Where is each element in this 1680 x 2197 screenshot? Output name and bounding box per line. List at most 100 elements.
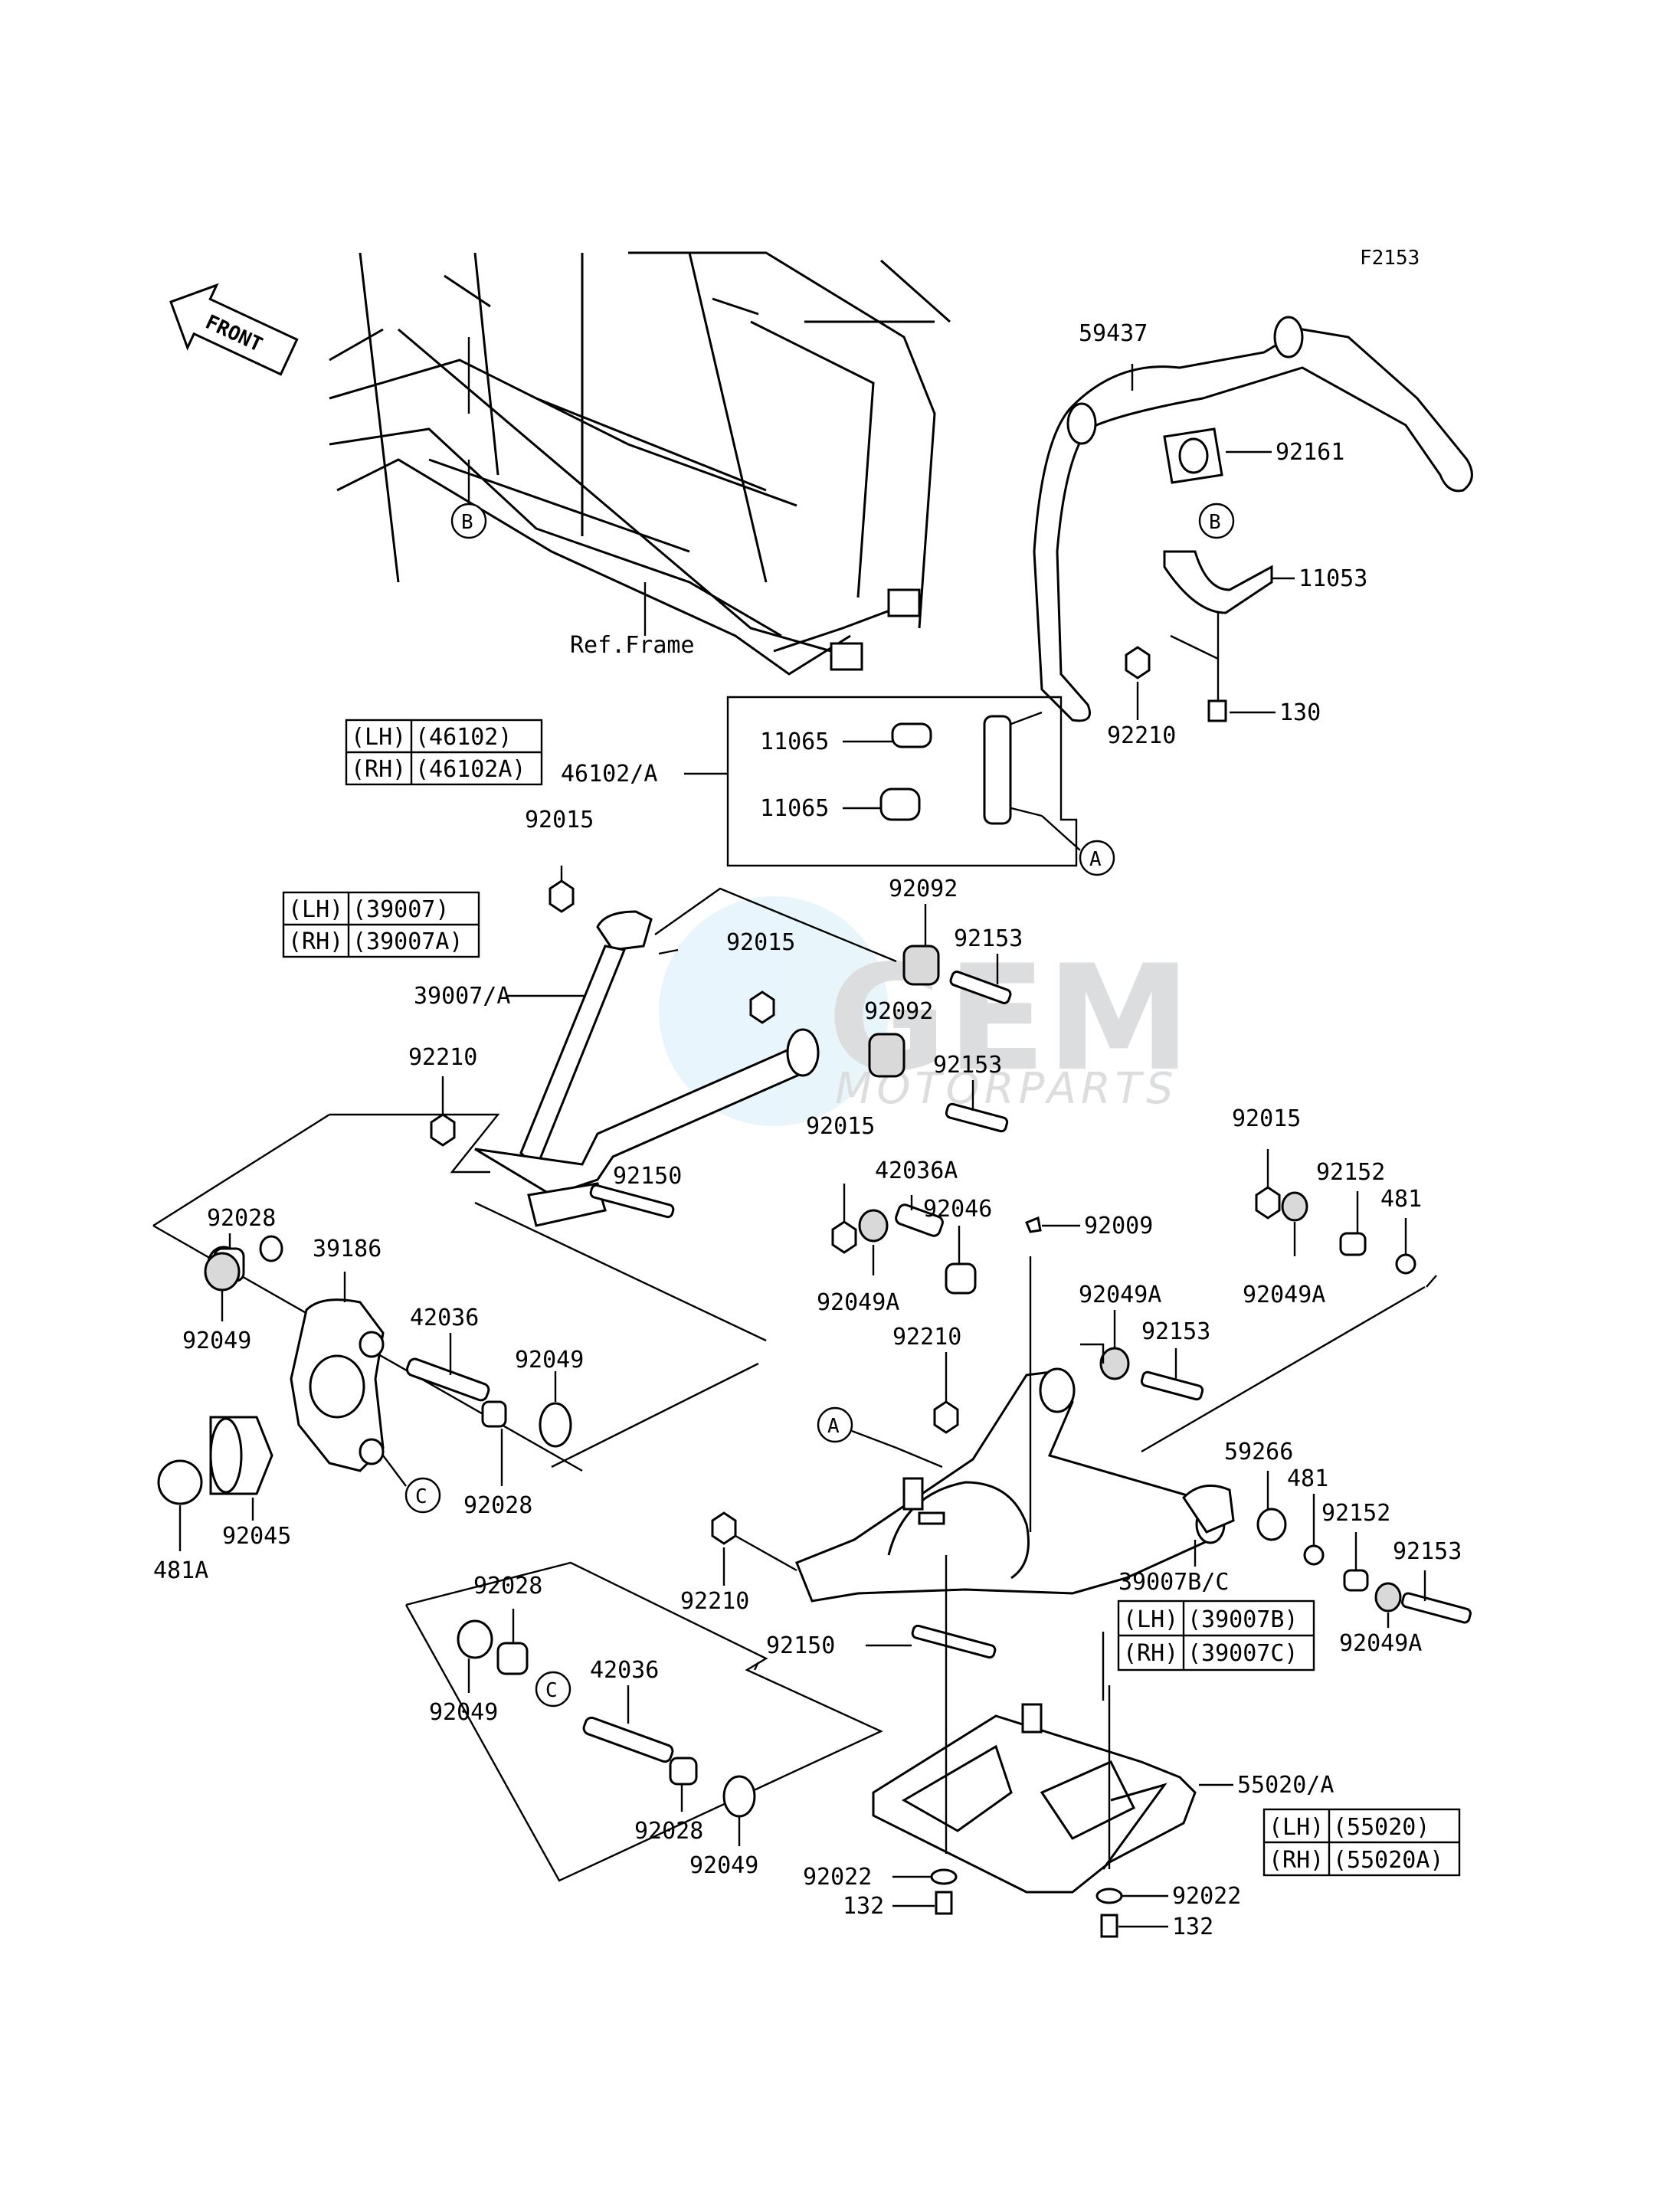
vehicle-frame: B Ref.Frame — [329, 251, 951, 676]
label-92049-c: 92049 — [429, 1699, 498, 1726]
seal-92049-b — [539, 1402, 572, 1448]
callout-c-lower-letter: C — [545, 1679, 558, 1702]
label-42036-b: 42036 — [590, 1657, 659, 1684]
label-92153-c: 92153 — [1141, 1318, 1210, 1345]
label-132-b: 132 — [1172, 1914, 1213, 1940]
seal-92049-a — [204, 1252, 241, 1292]
skid-plate-rh-part: (55020A) — [1333, 1847, 1444, 1874]
middle-small-parts: 92015 92049A 42036A 92046 92009 92049A 9… — [806, 1113, 1210, 1434]
upper-arm-lh: (LH) — [288, 896, 343, 923]
label-92049A-d: 92049A — [1339, 1630, 1422, 1657]
label-92152-a: 92152 — [1316, 1159, 1385, 1186]
label-481-b: 481 — [1287, 1465, 1328, 1492]
circlip-481-a — [1395, 1253, 1416, 1275]
label-92049-b: 92049 — [515, 1347, 584, 1374]
label-42036A: 42036A — [875, 1157, 958, 1184]
upper-arm-rh-part: (39007A) — [352, 928, 463, 955]
callout-b-bracket — [1198, 503, 1235, 539]
circlip-481A — [157, 1459, 203, 1505]
bushing-92092-b — [868, 1033, 905, 1078]
callout-b-frame-letter: B — [461, 511, 473, 534]
bushing-92028-d — [669, 1757, 698, 1786]
label-42036-a: 42036 — [410, 1305, 479, 1331]
label-59266: 59266 — [1224, 1439, 1293, 1465]
bolt-132-a — [935, 1891, 953, 1915]
bushing-92028-c — [496, 1642, 529, 1675]
bolt-130 — [1207, 699, 1227, 722]
skid-plate-group: 55020/A (LH) (55020) (RH) (55020A) 92022… — [803, 1555, 1461, 1940]
frame-mount-center — [830, 642, 863, 671]
nut-92210-low — [711, 1511, 737, 1545]
washer-92022-b — [1095, 1888, 1123, 1904]
seal-92049-d — [722, 1775, 756, 1818]
skid-plate-lh-part: (55020) — [1333, 1814, 1429, 1841]
label-55020A: 55020/A — [1237, 1772, 1334, 1799]
lower-arm-lh: (LH) — [1123, 1606, 1178, 1633]
nut-92015-d — [1255, 1186, 1281, 1220]
bolt-92153-d — [1401, 1592, 1472, 1624]
nut-92015-c — [831, 1220, 857, 1254]
nut-92015-b — [749, 990, 775, 1024]
stabilizer-link-lh: (LH) — [351, 724, 406, 751]
nut-92210-left — [430, 1113, 456, 1147]
label-92009: 92009 — [1084, 1213, 1153, 1239]
label-130: 130 — [1279, 699, 1321, 726]
label-92210-left: 92210 — [408, 1044, 477, 1071]
lower-arm-clip — [918, 1511, 945, 1525]
knuckle-group: 92028 92049 39186 42036 92028 92049 9204… — [152, 1113, 759, 1584]
callout-a-link — [1079, 840, 1115, 876]
seal-92049A-b — [1099, 1347, 1130, 1380]
side-table-upper-arm: (LH) (39007) (RH) (39007A) — [282, 891, 480, 958]
label-92022-a: 92022 — [803, 1864, 872, 1891]
pin-42036-b — [582, 1716, 674, 1763]
frame-mount-right — [887, 588, 921, 617]
label-92028-b: 92028 — [463, 1492, 532, 1519]
pin-42036-a — [405, 1357, 490, 1402]
bolt-92150-upper — [589, 1184, 675, 1219]
nut-92210-top — [1125, 646, 1151, 679]
ball-joint-cap-11065-b — [879, 787, 921, 821]
label-481A: 481A — [153, 1557, 208, 1584]
stabilizer-link-rh: (RH) — [351, 756, 406, 783]
side-table-stabilizer-link: (LH) (46102) (RH) (46102A) — [345, 719, 543, 786]
upper-arm-lh-part: (39007) — [352, 896, 449, 923]
bolt-132-b — [1100, 1914, 1118, 1938]
bolt-92150-upper-group: 92150 — [474, 1163, 767, 1342]
collar-42036A — [895, 1203, 944, 1237]
callout-a-arm-letter: A — [827, 1415, 840, 1438]
label-132-a: 132 — [843, 1893, 884, 1920]
lower-arm-rh-part: (39007C) — [1187, 1640, 1298, 1667]
lower-arm-tab — [902, 1477, 924, 1511]
label-92210-top: 92210 — [1107, 722, 1176, 749]
label-92022-b: 92022 — [1172, 1883, 1241, 1910]
right-small-parts: 92015 92049A 92152 481 — [1080, 1105, 1437, 1453]
bolt-92153-b — [945, 1102, 1009, 1133]
label-92049A-b: 92049A — [1079, 1282, 1161, 1308]
bushing-92092-a — [902, 945, 940, 986]
nut-92210-mid — [933, 1400, 959, 1434]
label-92150-top: 92150 — [613, 1163, 682, 1190]
circlip-481-b — [1303, 1544, 1325, 1566]
label-481-a: 481 — [1380, 1186, 1422, 1213]
bolt-92150-low — [911, 1624, 997, 1659]
front-arrow-icon — [169, 283, 299, 376]
ref-frame-label: Ref.Frame — [570, 632, 695, 659]
screw-92009 — [1025, 1216, 1042, 1233]
lower-arm-39007BC — [795, 1370, 1220, 1603]
label-92049A-a: 92049A — [817, 1289, 899, 1316]
stabilizer-link-lh-part: (46102) — [415, 724, 512, 751]
callout-b-frame — [450, 503, 487, 539]
label-92028-a: 92028 — [207, 1205, 276, 1232]
label-92092-b: 92092 — [864, 998, 933, 1025]
label-92015-d: 92015 — [1232, 1105, 1301, 1132]
bushing-59266 — [1256, 1508, 1287, 1541]
washer-92022-a — [930, 1868, 958, 1885]
ball-joint-cap-11065-a — [891, 722, 932, 748]
callout-a-link-letter: A — [1089, 848, 1102, 871]
label-92210-mid: 92210 — [892, 1324, 961, 1351]
label-92161: 92161 — [1276, 439, 1344, 466]
stabilizer-bar: 59437 — [1033, 316, 1473, 722]
front-arrow: FRONT — [169, 283, 299, 376]
label-92150-low: 92150 — [766, 1632, 835, 1659]
label-39007BC: 39007B/C — [1118, 1569, 1230, 1596]
